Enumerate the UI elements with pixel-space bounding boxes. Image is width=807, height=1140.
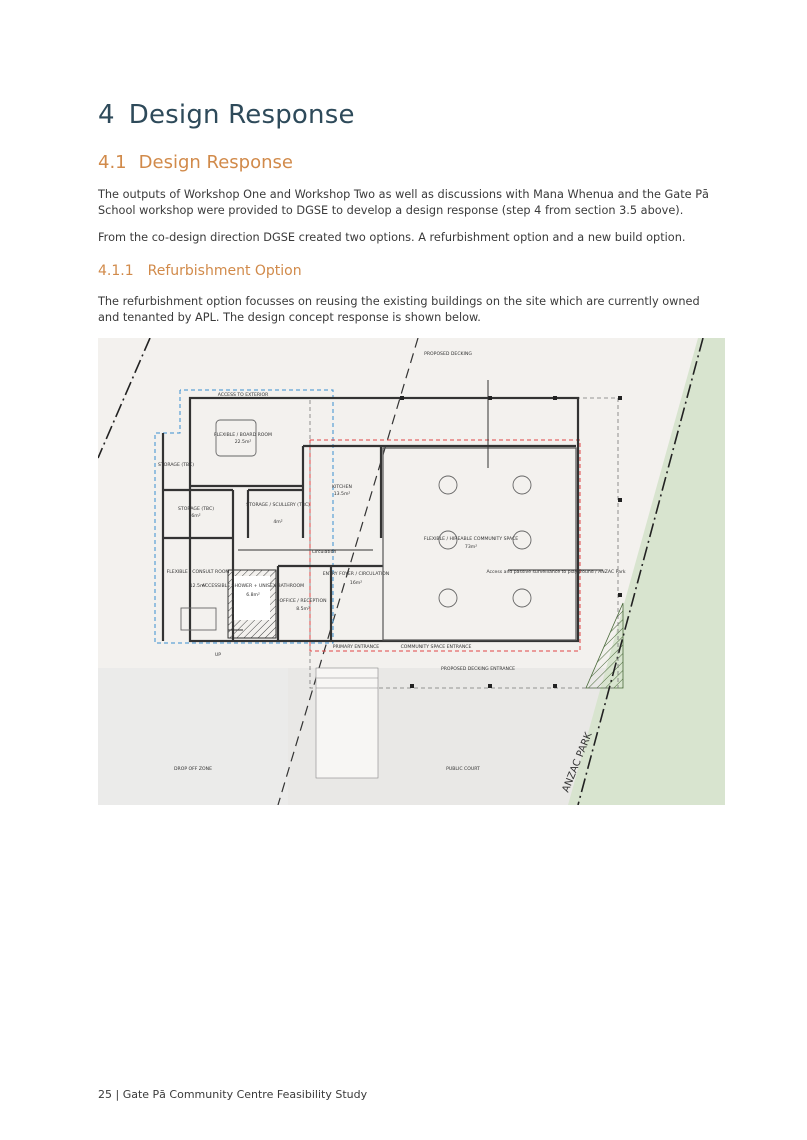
label-scullery-area: 4m²: [273, 519, 282, 525]
direction-arrows: [228, 380, 603, 733]
label-community-area: 73m²: [465, 544, 477, 550]
label-storage-small: STORAGE (TBC): [158, 462, 194, 468]
label-consult-area: 12.5m²: [190, 583, 207, 589]
section-title: Design Response: [128, 100, 355, 130]
section-heading: 4 Design Response: [98, 100, 355, 130]
label-kitchen-area: 13.5m²: [334, 491, 351, 497]
paragraph-options: From the co-design direction DGSE create…: [98, 231, 686, 244]
building-walls: [161, 396, 580, 643]
paragraph-refurbishment: The refurbishment option focusses on reu…: [98, 295, 700, 324]
label-entry-foyer: ENTRY FOYER / CIRCULATION: [323, 571, 389, 577]
red-zone-outline: [309, 439, 581, 652]
label-storage-scullery: STORAGE / SCULLERY (TBC): [246, 502, 310, 508]
label-public-court: PUBLIC COURT: [446, 766, 480, 772]
floor-plan-figure: PROPOSED DECKING ACCESS TO EXTERIOR FLEX…: [98, 338, 725, 805]
label-drop-off-zone: DROP OFF ZONE: [174, 766, 212, 772]
table-set: [180, 419, 532, 631]
subsection-number: 4.1: [98, 152, 127, 173]
subsection-heading: 4.1 Design Response: [98, 152, 293, 173]
dashed-axis-line: [277, 338, 419, 805]
paragraph-workshops: The outputs of Workshop One and Workshop…: [98, 188, 709, 217]
boundary-line-left: [98, 338, 151, 459]
label-proposed-decking: PROPOSED DECKING: [424, 351, 472, 357]
subsubsection-number: 4.1.1: [98, 263, 134, 279]
subsection-title: Design Response: [138, 152, 293, 173]
subsubsection-title: Refurbishment Option: [147, 263, 302, 279]
label-primary-entrance: PRIMARY ENTRANCE: [333, 644, 380, 650]
entry-steps: [315, 667, 379, 779]
label-decking-entrance: PROPOSED DECKING ENTRANCE: [441, 666, 515, 672]
label-community-entrance: COMMUNITY SPACE ENTRANCE: [401, 644, 472, 650]
label-storage: STORAGE (TBC): [178, 506, 214, 512]
subsubsection-heading: 4.1.1 Refurbishment Option: [98, 263, 302, 279]
drop-off-area: [98, 668, 288, 805]
page-footer: 25 | Gate Pā Community Centre Feasibilit…: [98, 1088, 368, 1101]
label-foyer-area: 16m²: [350, 580, 362, 586]
label-accessible-bathroom: ACCESSIBLE SHOWER + UNISEX BATHROOM: [202, 583, 304, 589]
label-up: UP: [215, 652, 221, 658]
label-community-space: FLEXIBLE / HIREABLE COMMUNITY SPACE: [424, 536, 518, 542]
label-consult-room: FLEXIBLE / CONSULT ROOM: [167, 569, 230, 575]
label-bathroom-area: 6.8m²: [246, 592, 260, 598]
blue-zone-outline: [154, 389, 334, 644]
label-access-surveillance: Access and passive surveillance to playg…: [486, 569, 625, 575]
label-office-reception: OFFICE / RECEPTION: [279, 598, 326, 604]
label-kitchen: KITCHEN: [332, 484, 352, 490]
label-circulation: Circulation: [312, 549, 337, 555]
label-board-room: FLEXIBLE / BOARD ROOM: [214, 432, 272, 438]
label-board-room-area: 22.5m²: [235, 439, 252, 445]
label-access-exterior: ACCESS TO EXTERIOR: [218, 392, 269, 398]
section-number: 4: [98, 100, 115, 130]
bollards: [400, 396, 622, 688]
boundary-line-right: [577, 338, 704, 805]
label-office-area: 8.5m²: [296, 606, 310, 612]
label-storage-area: 6m²: [191, 513, 200, 519]
